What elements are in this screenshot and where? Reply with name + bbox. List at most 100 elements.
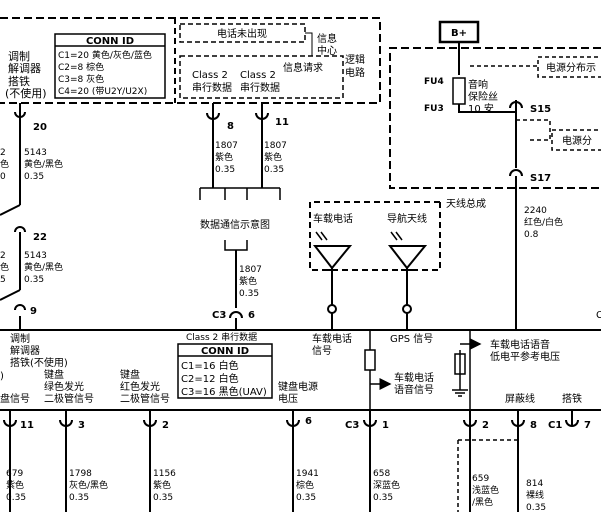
svg-text:814: 814: [526, 479, 543, 489]
svg-text:1807: 1807: [264, 141, 287, 151]
svg-text:红色发光: 红色发光: [120, 380, 160, 393]
svg-text:车载电话语音: 车载电话语音: [490, 338, 550, 351]
svg-text:二极管信号: 二极管信号: [44, 392, 94, 405]
wire-659: 659 浅蓝色 /黑色: [472, 474, 499, 508]
svg-text:FU3: FU3: [424, 104, 444, 114]
svg-text:0.35: 0.35: [526, 503, 546, 512]
svg-text:C3=16 黑色(UAV): C3=16 黑色(UAV): [181, 385, 267, 398]
svg-text:键盘电源: 键盘电源: [278, 380, 318, 393]
svg-text:0.35: 0.35: [153, 493, 173, 503]
pin-1-bottom: 1: [382, 420, 389, 431]
wire-1807-c: 1807 紫色 0.35: [239, 265, 262, 299]
svg-text:电路: 电路: [345, 66, 365, 79]
wire-1156: 1156 紫色 0.35: [153, 469, 176, 503]
svg-text:灰色/黑色: 灰色/黑色: [69, 479, 108, 491]
svg-text:C2=12 白色: C2=12 白色: [181, 372, 239, 385]
svg-text:0.35: 0.35: [264, 165, 284, 175]
svg-text:Class 2: Class 2: [192, 70, 228, 81]
svg-text:紫色: 紫色: [215, 151, 233, 163]
svg-text:紫色: 紫色: [239, 275, 257, 287]
svg-text:车载电话: 车载电话: [313, 212, 353, 225]
antenna-assembly: 天线总成 车载电话 导航天线: [309, 197, 486, 271]
wire-5143-mid: 5143 黄色/黑色 0.35: [24, 251, 63, 285]
svg-text:0.35: 0.35: [215, 165, 235, 175]
svg-text:5143: 5143: [24, 148, 47, 158]
pin-2b-bottom: 2: [482, 420, 489, 431]
svg-text:键盘: 键盘: [120, 368, 140, 381]
svg-text:调制: 调制: [10, 332, 30, 345]
power-dist-label: 电源分布示 电源分: [537, 56, 601, 151]
bottom-wires: [3, 410, 579, 512]
phone-logic-box: 电话未出现 信息请求 Class 2 串行数据 Class 2 串行数据: [179, 23, 344, 99]
voice-signal-circuit: [364, 330, 482, 410]
svg-text:C1=20 黄色/灰色/蓝色: C1=20 黄色/灰色/蓝色: [58, 49, 152, 61]
phone-voice-ref-label: 车载电话语音 低电平参考电压: [490, 338, 560, 363]
svg-text:电源分: 电源分: [562, 134, 592, 147]
svg-text:1807: 1807: [239, 265, 262, 275]
antenna-coax: [327, 290, 412, 330]
svg-text:(不使用): (不使用): [5, 87, 47, 100]
svg-text:黄色/黑色: 黄色/黑色: [24, 261, 63, 273]
svg-text:0: 0: [0, 172, 6, 182]
svg-text:搭铁(不使用): 搭铁(不使用): [10, 356, 68, 369]
svg-text:C2=8 棕色: C2=8 棕色: [58, 61, 104, 73]
logic-circuit-label: 信息 中心 逻辑 电路: [317, 32, 365, 79]
svg-text:紫色: 紫色: [6, 479, 24, 491]
svg-text:0.35: 0.35: [373, 493, 393, 503]
gps-signal-label: GPS 信号: [390, 333, 433, 345]
svg-text:音响: 音响: [468, 78, 488, 91]
svg-text:天线总成: 天线总成: [446, 197, 486, 210]
s15-label: S15: [530, 104, 551, 115]
wire-5143-top: 5143 黄色/黑色 0.35: [24, 148, 63, 182]
wire-1941: 1941 棕色 0.35: [296, 469, 319, 503]
svg-text:色: 色: [0, 261, 9, 273]
keypad-power-label: 键盘电源 电压: [278, 380, 318, 405]
svg-text:/黑色: /黑色: [472, 496, 493, 508]
left-wire-c1: [0, 103, 26, 330]
svg-text:6: 6: [248, 310, 255, 321]
svg-text:0.35: 0.35: [296, 493, 316, 503]
svg-text:调制: 调制: [8, 50, 30, 63]
svg-text:FU4: FU4: [424, 77, 444, 87]
svg-text:电源分布示: 电源分布示: [546, 61, 596, 74]
bplus-box: B+: [438, 20, 480, 44]
svg-text:解调器: 解调器: [10, 344, 40, 357]
svg-text:0.35: 0.35: [24, 275, 44, 285]
svg-text:串行数据: 串行数据: [240, 81, 280, 94]
wire-679: 679 紫色 0.35: [6, 469, 26, 503]
pin-11-bottom: 11: [20, 420, 34, 431]
wire-2240: 2240 红色/白色 0.8: [524, 206, 563, 240]
svg-text:5: 5: [0, 275, 6, 285]
c3-bottom: C3: [345, 420, 359, 431]
shield-loop: [457, 439, 520, 512]
svg-text:5143: 5143: [24, 251, 47, 261]
info-request-label: 信息请求: [283, 61, 323, 74]
keypad-green-label: 键盘 绿色发光 二极管信号: [44, 368, 94, 405]
svg-text:C3: C3: [212, 310, 226, 321]
svg-text:679: 679: [6, 469, 23, 479]
svg-text:黄色/黑色: 黄色/黑色: [24, 158, 63, 170]
class2-wires: [199, 103, 281, 330]
svg-text:紫色: 紫色: [264, 151, 282, 163]
wire-1798: 1798 灰色/黑色 0.35: [69, 469, 108, 503]
pin-6-bottom: 6: [305, 416, 312, 427]
svg-text:二极管信号: 二极管信号: [120, 392, 170, 405]
pin-2-bottom: 2: [162, 420, 169, 431]
c3-pin6-label: C3 6: [212, 310, 255, 321]
class2-serial-label: Class 2 串行数据: [186, 331, 257, 343]
svg-text:0.35: 0.35: [69, 493, 89, 503]
svg-text:色: 色: [0, 158, 9, 170]
pin-7-bottom: 7: [584, 420, 591, 431]
left-edge-partial: 2 色 0 2 色 5: [0, 148, 9, 285]
pin-3-bottom: 3: [78, 420, 85, 431]
middle-modem-label: 调制 解调器 搭铁(不使用) ): [0, 332, 68, 382]
conn-id-title: CONN ID: [86, 36, 134, 47]
phone-antenna-icon: [312, 231, 353, 290]
svg-text:键盘: 键盘: [44, 368, 64, 381]
svg-text:棕色: 棕色: [296, 479, 314, 491]
pin-8-label: 8: [227, 121, 234, 132]
svg-text:信息: 信息: [317, 32, 337, 45]
svg-text:0.35: 0.35: [24, 172, 44, 182]
modem-ground-label: 调制 解调器 搭铁 (不使用): [5, 50, 47, 100]
svg-text:10 安: 10 安: [468, 102, 494, 115]
